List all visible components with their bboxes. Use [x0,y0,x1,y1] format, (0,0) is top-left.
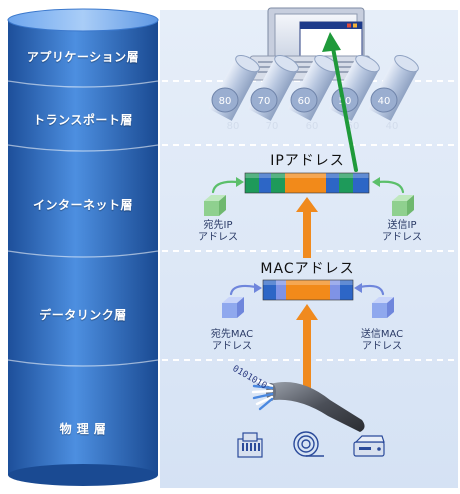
dest-mac-cube [222,297,244,318]
dest-ip-curve-arrow [211,180,240,194]
port-number-reflection: 60 [306,121,319,132]
network-device-icon [353,435,385,457]
port-number: 40 [378,96,391,107]
port-cylinder-end [370,87,398,113]
src-ip-label-text: 送信IP アドレス [382,220,422,243]
src-mac-curve-arrow [358,284,385,296]
port-number-reflection: 40 [386,121,399,132]
src-ip-label: 送信IP アドレス [372,220,432,244]
dest-mac-label-text: 宛先MAC アドレス [210,329,254,352]
port-cylinders: 80807070606050504040 [208,55,419,132]
layer-internet: インターネット層 [32,198,133,212]
src-ip-cube [392,195,414,216]
port-cylinder-end [290,87,318,113]
fiber-coil-icon [293,431,324,457]
port-number-reflection: 50 [347,121,360,132]
port-cylinder-end [211,87,239,113]
ip-address-title: IPアドレス [270,153,345,169]
mac-packet [262,279,354,301]
port-number: 80 [219,96,232,107]
layer-physical: 物 理 層 [59,422,107,436]
src-mac-label-text: 送信MAC アドレス [360,329,404,352]
network-cable [251,378,365,432]
mac-address-title: MACアドレス [260,261,355,277]
orange-arrow-cable-to-mac [296,304,318,390]
port-number-reflection: 80 [227,121,240,132]
ethernet-port-icon [237,432,263,458]
port-number: 60 [298,96,311,107]
ip-packet [244,172,370,194]
port-cylinder-end [250,87,278,113]
dest-mac-label: 宛先MAC アドレス [198,329,266,353]
layer-application: アプリケーション層 [26,50,140,64]
src-mac-label: 送信MAC アドレス [346,329,418,353]
port-number: 70 [258,96,271,107]
src-ip-curve-arrow [376,180,405,194]
dest-ip-cube [204,195,226,216]
layer-datalink: データリンク層 [39,308,127,322]
dest-ip-label: 宛先IP アドレス [190,220,246,244]
port-number-reflection: 70 [266,121,279,132]
orange-arrow-mac-to-ip [296,197,318,258]
src-mac-cube [372,297,394,318]
dest-mac-curve-arrow [229,284,258,296]
layer-column [7,8,159,486]
layer-transport: トランスポート層 [33,113,133,127]
dest-ip-label-text: 宛先IP アドレス [198,220,238,243]
green-arrow [322,32,358,172]
